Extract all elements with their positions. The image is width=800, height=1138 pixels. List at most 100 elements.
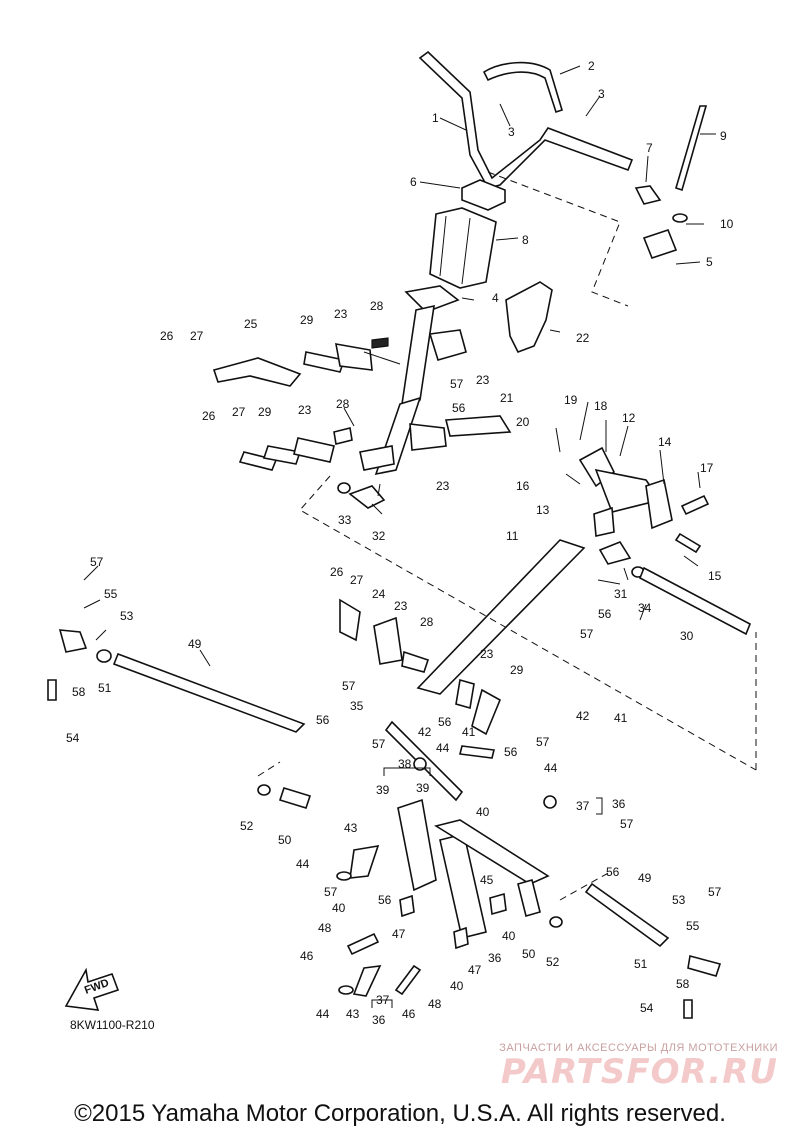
callout-57: 57 [450, 377, 464, 391]
callout-36: 36 [372, 1013, 386, 1027]
steering-link-middle [238, 415, 512, 471]
nut-52 [257, 784, 563, 928]
tie-rod-left [112, 652, 306, 733]
callout-54: 54 [66, 731, 80, 745]
callout-26: 26 [330, 565, 344, 579]
callout-40: 40 [332, 901, 346, 915]
callout-16: 16 [516, 479, 530, 493]
callout-28: 28 [420, 615, 434, 629]
reference-lines [257, 171, 757, 901]
callout-39: 39 [376, 783, 390, 797]
callout-41: 41 [462, 725, 476, 739]
callout-12: 12 [622, 411, 636, 425]
callout-52: 52 [546, 955, 560, 969]
callout-27: 27 [232, 405, 246, 419]
callout-23: 23 [394, 599, 408, 613]
rod-end-32 [348, 485, 386, 509]
callout-29: 29 [258, 405, 272, 419]
drag-link-45 [433, 819, 550, 885]
callout-47: 47 [392, 927, 406, 941]
callout-30: 30 [680, 629, 694, 643]
callout-57: 57 [90, 555, 104, 569]
callout-56: 56 [606, 865, 620, 879]
callout-56: 56 [316, 713, 330, 727]
bracket-14 [645, 478, 673, 530]
bushing-40 [399, 892, 507, 950]
rod-end-right [683, 955, 722, 1019]
callout-3: 3 [598, 87, 605, 101]
bolt-15 [674, 532, 702, 554]
collar-43-lower [352, 965, 382, 997]
bolt-9 [675, 105, 708, 192]
callout-11: 11 [506, 529, 519, 543]
callout-35: 35 [350, 699, 364, 713]
callout-21: 21 [500, 391, 514, 405]
callout-42: 42 [418, 725, 432, 739]
callout-37: 37 [576, 799, 590, 813]
callout-2: 2 [588, 59, 595, 73]
callout-8: 8 [522, 233, 529, 247]
washer-10 [672, 213, 688, 223]
bolt-41 [459, 745, 495, 759]
callout-29: 29 [510, 663, 524, 677]
collar-43-upper [349, 844, 380, 879]
callout-49: 49 [188, 637, 202, 651]
handlebar-holder [642, 229, 678, 259]
steering-link-upper [212, 329, 467, 387]
callout-56: 56 [598, 607, 612, 621]
leader-lines [83, 65, 716, 667]
callout-47: 47 [468, 963, 482, 977]
callout-57: 57 [324, 885, 338, 899]
callout-42: 42 [576, 709, 590, 723]
handlebar-brace [482, 61, 563, 114]
nut-33 [337, 482, 351, 494]
callout-27: 27 [350, 573, 364, 587]
bracket-7 [634, 185, 662, 205]
long-shaft-11 [416, 539, 586, 695]
callout-52: 52 [240, 819, 254, 833]
collar-13 [593, 506, 615, 537]
callout-27: 27 [190, 329, 204, 343]
watermark-logo: PARTSFOR.RU [500, 1052, 778, 1092]
fwd-arrow-icon: FWD [64, 967, 120, 1011]
callout-40: 40 [476, 805, 490, 819]
callout-57: 57 [708, 885, 722, 899]
callout-51: 51 [634, 957, 648, 971]
callout-50: 50 [278, 833, 292, 847]
bracket-22 [505, 281, 553, 354]
callout-36: 36 [612, 797, 626, 811]
callout-32: 32 [372, 529, 386, 543]
callout-45: 45 [480, 873, 494, 887]
callout-55: 55 [104, 587, 118, 601]
callout-29: 29 [300, 313, 314, 327]
callout-53: 53 [672, 893, 686, 907]
diagram-code: 8KW1100-R210 [70, 1018, 155, 1032]
callout-40: 40 [502, 929, 516, 943]
callout-38: 38 [398, 757, 412, 771]
nut-left-51 [96, 649, 112, 663]
steering-column [359, 285, 460, 476]
callout-4: 4 [492, 291, 499, 305]
callout-56: 56 [378, 893, 392, 907]
mid-link-assembly [339, 598, 502, 736]
callout-31: 31 [614, 587, 628, 601]
callout-51: 51 [98, 681, 112, 695]
callout-49: 49 [638, 871, 652, 885]
callout-44: 44 [544, 761, 558, 775]
rod-end-50 [278, 787, 541, 917]
handlebar [418, 50, 634, 189]
rod-end-left [58, 629, 88, 653]
callout-23: 23 [436, 479, 450, 493]
callout-28: 28 [370, 299, 384, 313]
callout-22: 22 [576, 331, 590, 345]
callout-55: 55 [686, 919, 700, 933]
callout-58: 58 [676, 977, 690, 991]
callout-18: 18 [594, 399, 608, 413]
callout-36: 36 [488, 951, 502, 965]
callout-26: 26 [202, 409, 216, 423]
washer-44 [336, 757, 557, 995]
callout-9: 9 [720, 129, 727, 143]
callout-43: 43 [346, 1007, 360, 1021]
watermark: ЗАПЧАСТИ И АКСЕССУАРЫ ДЛЯ МОТОТЕХНИКИ PA… [499, 1042, 778, 1091]
